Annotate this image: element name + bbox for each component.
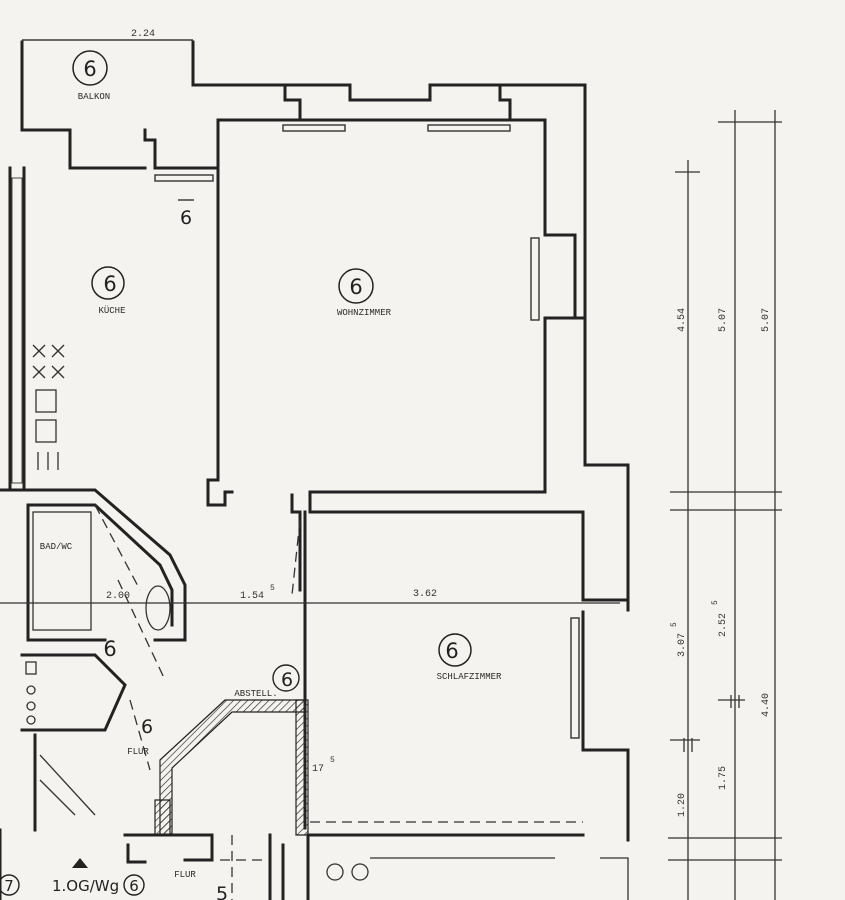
room-label: SCHLAFZIMMER (437, 672, 502, 682)
door-swings (39, 504, 583, 900)
room-flur: 6 FLUR (127, 716, 153, 757)
room-label: WOHNZIMMER (337, 308, 392, 318)
room-label: BAD/WC (40, 542, 73, 552)
dim-bottom-a: 1.20 (677, 793, 688, 817)
room-number: 6 (445, 639, 458, 663)
windows (11, 124, 580, 739)
walls (0, 39, 630, 900)
room-balkon: 6 BALKON (72, 50, 110, 102)
room-label: FLUR (174, 870, 196, 880)
dim-wohn-vertical-c: 5.07 (761, 308, 772, 332)
footer-circle-number: 7 (4, 877, 14, 895)
room-label: ABSTELL. (234, 689, 277, 699)
room-number: 5 (216, 883, 228, 900)
dim-bath-width: 2.00 (106, 591, 130, 602)
floor-code-circle-number: 6 (129, 877, 139, 895)
room-abstell: 6 ABSTELL. (234, 664, 300, 699)
room-number: 6 (349, 275, 362, 299)
dim-wohn-vertical-b: 5.07 (718, 308, 729, 332)
dim-abstell-wall: 17 (312, 764, 324, 775)
room-label: BALKON (78, 92, 110, 102)
room-badwc: BAD/WC 6 (40, 542, 117, 661)
room-number: 6 (281, 669, 293, 691)
room-kueche: 6 KÜCHE (91, 266, 126, 316)
room-number: 6 (103, 272, 116, 296)
dim-schlaf-vertical-a: 3.07 (677, 633, 688, 657)
dim-schlaf-width: 3.62 (413, 589, 437, 600)
up-arrow-icon (72, 858, 88, 868)
dim-schlaf-vertical-a-sup: 5 (670, 622, 679, 627)
floor-footer: 7 1.OG/Wg 6 (0, 858, 145, 896)
room-number: 6 (141, 716, 153, 738)
room-flur-lower: FLUR 5 (174, 870, 228, 900)
bath-fixtures (25, 511, 369, 881)
room-number: 6 (83, 57, 96, 81)
dim-corridor-width: 1.54 (240, 591, 264, 602)
dim-schlaf-vertical-b: 2.52 (718, 613, 729, 637)
dimension-lines (0, 39, 782, 900)
dim-schlaf-vertical-c: 4.40 (761, 693, 772, 717)
dim-balkon-width: 2.24 (131, 29, 155, 40)
corridor-note: 6 (178, 199, 194, 229)
dim-schlaf-vertical-b-sup: 5 (711, 600, 720, 605)
room-number: 6 (103, 637, 116, 661)
dim-bottom-b: 1.75 (718, 766, 729, 790)
floor-code: 1.OG/Wg (52, 877, 119, 895)
kitchen-appliances (32, 344, 65, 470)
dimension-labels: 2.24 1.54 5 2.00 3.62 17 5 4.54 5.07 5.0… (106, 29, 772, 817)
room-label: FLUR (127, 747, 149, 757)
room-schlafzimmer: 6 SCHLAFZIMMER (437, 633, 502, 682)
room-label: KÜCHE (98, 305, 125, 316)
room-wohnzimmer: 6 WOHNZIMMER (337, 268, 392, 318)
dim-wohn-vertical-a: 4.54 (677, 308, 688, 332)
dim-abstell-wall-sup: 5 (330, 756, 335, 765)
dim-corridor-width-sup: 5 (270, 584, 275, 593)
room-number: 6 (180, 207, 192, 229)
